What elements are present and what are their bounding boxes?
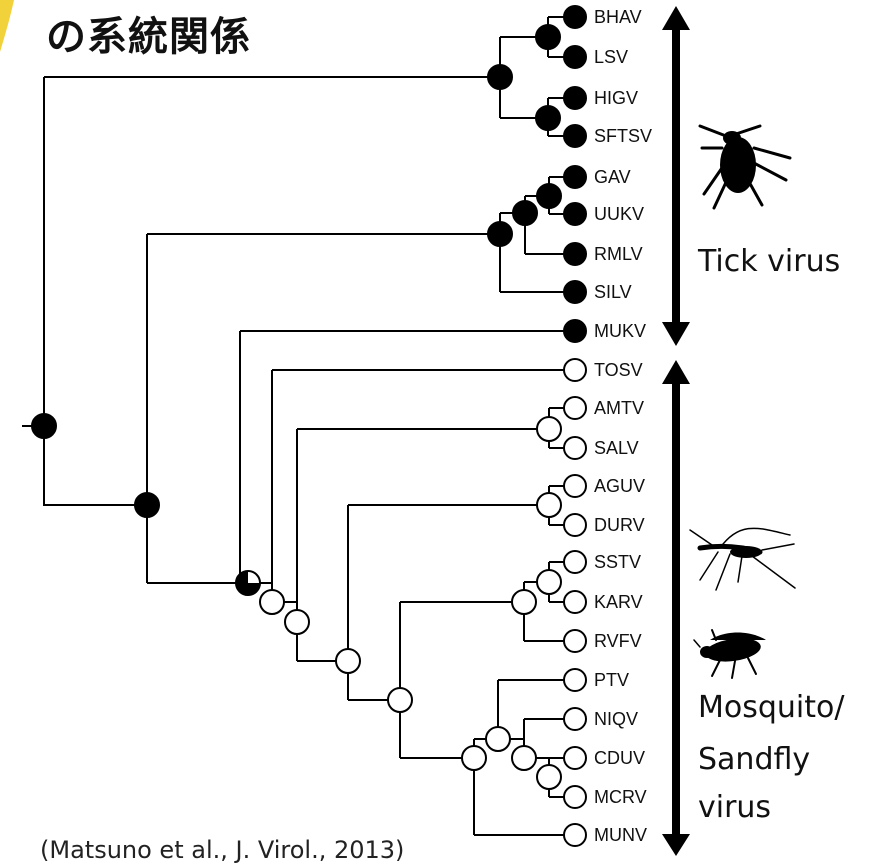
taxon-label: GAV xyxy=(594,167,631,187)
leaf-node xyxy=(564,630,586,652)
taxon-label: MUNV xyxy=(594,825,647,845)
tick-range-arrow xyxy=(662,6,690,346)
taxon-label: HIGV xyxy=(594,88,638,108)
taxon-label: CDUV xyxy=(594,748,645,768)
leaf-node xyxy=(564,166,586,188)
leaf-node xyxy=(564,6,586,28)
taxon-label: TOSV xyxy=(594,360,643,380)
taxon-label: MCRV xyxy=(594,787,647,807)
tree-branches xyxy=(22,17,575,835)
leaf-node xyxy=(564,475,586,497)
tick-icon xyxy=(700,126,790,208)
taxon-label: RVFV xyxy=(594,631,642,651)
mosquito-icon xyxy=(690,528,795,590)
taxon-label: MUKV xyxy=(594,321,646,341)
leaf-node xyxy=(564,46,586,68)
taxon-label: UUKV xyxy=(594,204,644,224)
leaf-node xyxy=(564,747,586,769)
taxon-label: DURV xyxy=(594,515,645,535)
taxon-label: NIQV xyxy=(594,709,638,729)
taxon-label: SALV xyxy=(594,438,639,458)
taxon-label: RMLV xyxy=(594,244,643,264)
leaf-node xyxy=(564,359,586,381)
taxon-label: SILV xyxy=(594,282,632,302)
leaf-node xyxy=(564,824,586,846)
leaf-node xyxy=(564,437,586,459)
tree-nodes xyxy=(32,25,561,789)
leaf-node xyxy=(564,551,586,573)
leaf-node xyxy=(564,397,586,419)
taxon-label: SSTV xyxy=(594,552,641,572)
leaf-node xyxy=(564,203,586,225)
taxon-label: AGUV xyxy=(594,476,645,496)
mosquito-label-line3: virus xyxy=(698,786,771,829)
taxon-label: PTV xyxy=(594,670,629,690)
taxon-label: AMTV xyxy=(594,398,644,418)
taxon-label: SFTSV xyxy=(594,126,652,146)
leaf-node xyxy=(564,320,586,342)
mosquito-label-line1: Mosquito/ xyxy=(698,686,844,729)
leaf-node xyxy=(564,281,586,303)
leaf-node xyxy=(564,708,586,730)
sandfly-icon xyxy=(694,630,766,678)
mosquito-range-arrow xyxy=(662,360,690,856)
leaf-node xyxy=(564,786,586,808)
leaf-node xyxy=(564,243,586,265)
taxon-label: BHAV xyxy=(594,7,642,27)
leaf-node xyxy=(564,669,586,691)
tick-virus-label: Tick virus xyxy=(698,240,840,283)
leaf-node xyxy=(564,87,586,109)
citation: (Matsuno et al., J. Virol., 2013) xyxy=(40,836,404,864)
leaf-node xyxy=(564,125,586,147)
taxon-label: LSV xyxy=(594,47,628,67)
leaf-node xyxy=(564,514,586,536)
tree-leaves: BHAV LSV HIGV SFTSV GAV UUKV RMLV SILV MUKV TOSV A… xyxy=(564,6,652,846)
leaf-node xyxy=(564,591,586,613)
taxon-label: KARV xyxy=(594,592,643,612)
mosquito-label-line2: Sandfly xyxy=(698,738,810,781)
